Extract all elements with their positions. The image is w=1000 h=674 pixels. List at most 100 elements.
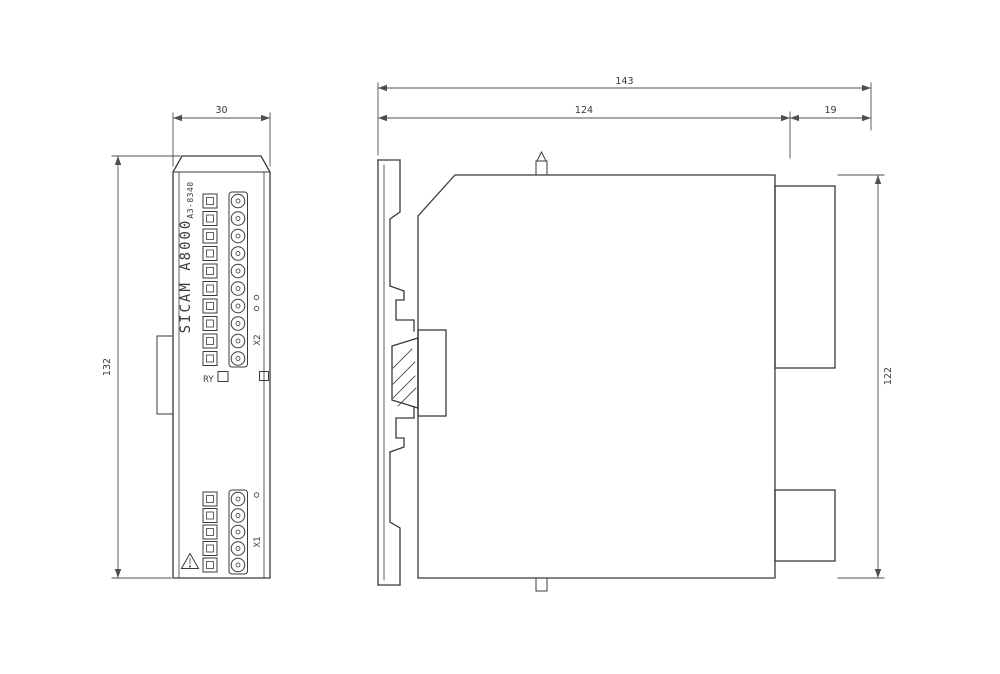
rail-clip-upper bbox=[389, 285, 415, 332]
terminal-screw-inner bbox=[206, 249, 214, 258]
module-side-body bbox=[417, 150, 776, 592]
terminal-screw-inner bbox=[206, 302, 214, 310]
bracket-lower-profile bbox=[389, 451, 401, 586]
terminal-hole-center bbox=[235, 286, 241, 291]
lower-terminal-block: X1 bbox=[202, 489, 263, 575]
front-view: SICAM A8000 A3-8340 X2 RY X1 bbox=[102, 105, 271, 579]
terminal-screw-inner bbox=[206, 337, 214, 345]
dimension-front-height: 132 bbox=[102, 155, 181, 579]
terminal-hole bbox=[230, 228, 246, 244]
terminal-screw-inner bbox=[206, 319, 214, 328]
terminal-screw-outer bbox=[202, 541, 218, 556]
led-indicator-row: RY bbox=[203, 371, 269, 385]
warning-triangle bbox=[180, 552, 200, 569]
side-terminal-depth-value: 19 bbox=[824, 105, 836, 116]
mounting-tab-top bbox=[535, 160, 548, 176]
housing-outline bbox=[417, 174, 776, 579]
terminal-screw-inner bbox=[206, 214, 214, 223]
dimension-side-total-width: 143 bbox=[377, 76, 872, 156]
side-housing-width-value: 124 bbox=[575, 105, 593, 116]
terminal-hole bbox=[230, 557, 246, 573]
front-height-value: 132 bbox=[102, 358, 113, 376]
terminal-screw-outer bbox=[202, 557, 218, 573]
terminal-screw-outer bbox=[202, 351, 218, 366]
dimension-front-width: 30 bbox=[172, 105, 271, 167]
part-number-text: A3-8340 bbox=[186, 181, 195, 218]
terminal-screw-inner bbox=[206, 197, 214, 205]
upper-connector-housing bbox=[228, 191, 248, 368]
terminal-screw-inner bbox=[206, 232, 214, 240]
upper-terminal-block: X2 bbox=[202, 191, 263, 368]
warning-icon bbox=[180, 552, 200, 569]
terminal-hole-center bbox=[235, 303, 241, 309]
terminal-screw-inner bbox=[206, 495, 214, 503]
dsub-connector bbox=[391, 329, 447, 417]
connector-body bbox=[417, 329, 447, 417]
dimension-side-height: 122 bbox=[837, 174, 894, 579]
terminal-screw-outer bbox=[202, 491, 218, 507]
terminal-screw-outer bbox=[202, 246, 218, 261]
terminal-hole bbox=[230, 298, 246, 314]
terminal-hole-center bbox=[235, 529, 241, 535]
terminal-hole-center bbox=[235, 216, 241, 221]
terminal-screw-inner bbox=[206, 561, 214, 569]
dimension-side-housing-width: 124 bbox=[377, 105, 791, 159]
terminal-cover-upper-outline bbox=[774, 185, 836, 369]
terminal-hole-center bbox=[235, 546, 241, 551]
terminal-screw-outer bbox=[202, 508, 218, 523]
terminal-hole bbox=[230, 263, 246, 279]
led-label: RY bbox=[203, 375, 214, 385]
terminal-screw-inner bbox=[206, 354, 214, 363]
side-height-value: 122 bbox=[883, 367, 894, 385]
mounting-tab-bottom bbox=[535, 577, 548, 592]
upper-connector-label: X2 bbox=[253, 334, 263, 345]
terminal-hole-center bbox=[235, 513, 241, 518]
terminal-hole-center bbox=[235, 562, 241, 568]
terminal-cover-upper bbox=[774, 185, 836, 369]
terminal-screw-outer bbox=[202, 228, 218, 244]
indicator-hole bbox=[253, 305, 260, 312]
terminal-hole-center bbox=[235, 268, 241, 274]
terminal-screw-inner bbox=[206, 284, 214, 293]
terminal-screw-outer bbox=[202, 211, 218, 226]
terminal-screw-inner bbox=[206, 511, 214, 520]
coding-pin bbox=[536, 150, 547, 162]
terminal-hole bbox=[230, 524, 246, 540]
terminal-hole-center bbox=[235, 321, 241, 326]
terminal-hole bbox=[230, 246, 246, 261]
terminal-screw-outer bbox=[202, 298, 218, 314]
left-mounting-tab bbox=[156, 335, 174, 415]
dimension-side-terminal-depth: 19 bbox=[789, 105, 872, 122]
terminal-hole-center bbox=[235, 198, 241, 204]
upper-terminal-rows bbox=[202, 193, 246, 366]
brand-label: SICAM A8000 A3-8340 bbox=[178, 181, 195, 333]
terminal-hole bbox=[230, 491, 246, 507]
terminal-cover-lower bbox=[774, 489, 836, 562]
warning-exclamation-dot bbox=[189, 565, 191, 568]
side-total-width-value: 143 bbox=[615, 76, 633, 87]
lower-connector-housing bbox=[228, 489, 248, 575]
terminal-hole bbox=[230, 541, 246, 556]
terminal-hole-center bbox=[235, 338, 241, 344]
terminal-hole bbox=[230, 351, 246, 366]
terminal-hole bbox=[230, 193, 246, 209]
side-button[interactable] bbox=[259, 371, 269, 381]
hatch-lines bbox=[392, 348, 417, 407]
terminal-hole-center bbox=[235, 356, 241, 361]
terminal-hole-center bbox=[235, 233, 241, 239]
terminal-hole bbox=[230, 211, 246, 226]
connector-face bbox=[391, 337, 419, 409]
rail-clip-lower bbox=[389, 406, 415, 453]
terminal-screw-outer bbox=[202, 281, 218, 296]
terminal-hole-center bbox=[235, 496, 241, 502]
module-front-outline bbox=[156, 155, 271, 579]
led-window bbox=[217, 371, 229, 382]
din-rail-bracket bbox=[377, 159, 415, 586]
terminal-hole bbox=[230, 316, 246, 331]
terminal-hole bbox=[230, 508, 246, 523]
terminal-screw-inner bbox=[206, 544, 214, 553]
terminal-screw-inner bbox=[206, 267, 214, 275]
brand-model-text: SICAM A8000 bbox=[178, 219, 194, 334]
indicator-hole bbox=[253, 492, 260, 498]
terminal-screw-outer bbox=[202, 316, 218, 331]
